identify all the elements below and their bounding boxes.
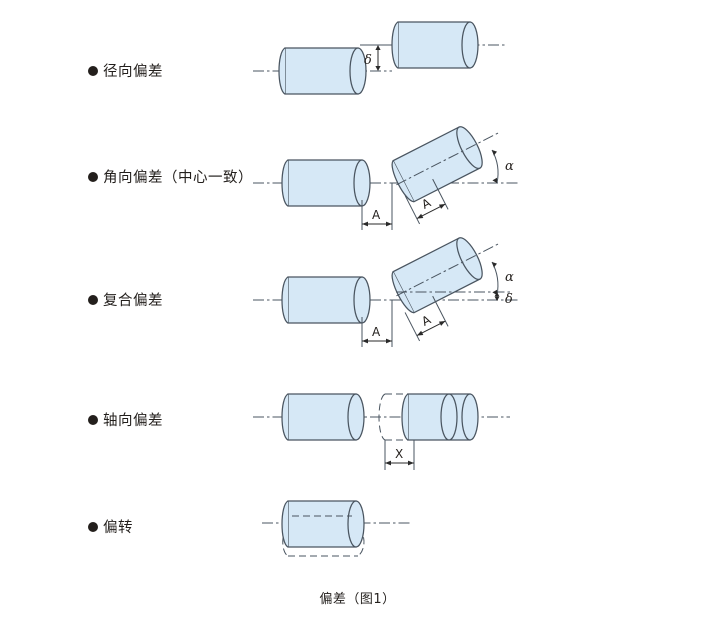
dim-a-left-arrow1 [362,221,368,227]
row-label-deflection: 偏转 [88,516,133,537]
ghost-outline-edges [385,393,408,441]
delta-arrow-top [375,45,381,50]
dim-x-arrow1 [385,460,391,466]
row-label-combined-text: 复合偏差 [103,293,163,309]
dim-a-right-arrow2 [438,204,446,209]
offset-symbol: δ [505,292,513,307]
cylinder-left-back-face [281,159,289,207]
radial-offset-symbol: δ [364,53,372,68]
row-label-radial: 径向偏差 [88,60,163,81]
cylinder-left-back-face [278,47,286,95]
row-label-angular: 角向偏差（中心一致） [88,166,253,187]
delta-arrow-bottom [494,296,500,301]
cylinder-right-front-face [461,21,479,69]
bullet-icon [88,521,98,532]
dimension-a-left: A [372,208,381,222]
cylinder-right-group [391,126,501,203]
dim-a-left-arrow2 [386,338,392,344]
cylinder-left-back-face [281,276,289,324]
cylinder-left-back-face [281,393,289,441]
dim-a-right-ext1 [404,195,421,225]
cylinder-right-front-face [461,393,479,441]
dim-a-right-ext1 [404,312,421,342]
cylinder-left-front-face [347,393,365,441]
angle-symbol: α [505,159,514,174]
dim-a-right-arrow2 [438,321,446,326]
bullet-icon [88,171,98,182]
cylinder-right-mid-face [440,393,458,441]
dim-x-arrow2 [408,460,414,466]
angle-arrow-top [492,262,497,268]
cylinder-back-face [281,500,289,548]
bullet-icon [88,65,98,76]
dim-a-right-arrow1 [416,330,424,336]
dimension-a-left: A [372,325,381,339]
delta-arrow-bottom [375,66,381,71]
dim-a-left-arrow2 [386,221,392,227]
cylinder-front-face [347,500,365,548]
cylinder-left-front-face [349,47,367,95]
dim-a-right-arrow1 [416,213,424,219]
row-label-axial: 轴向偏差 [88,409,163,430]
bullet-icon [88,294,98,305]
angle-symbol: α [505,270,514,285]
row-label-deflection-text: 偏转 [103,520,133,536]
axial-dimension-x: X [395,447,403,461]
ghost-back-face [378,393,386,441]
angle-arrow-top [492,150,497,156]
angle-arrow-bottom [492,289,497,295]
cylinder-body [287,500,357,548]
figure-caption: 偏差（图1） [319,592,396,607]
bullet-icon [88,414,98,425]
angle-arrow-bottom [492,177,497,183]
row-label-angular-text: 角向偏差（中心一致） [103,170,253,186]
row-label-combined: 复合偏差 [88,289,163,310]
row-label-axial-text: 轴向偏差 [103,413,163,429]
delta-arrow-top [494,292,500,297]
dim-a-left-arrow1 [362,338,368,344]
cylinder-right-group [391,237,501,314]
row-label-radial-text: 径向偏差 [103,64,163,80]
cylinder-right-back-face [401,393,409,441]
